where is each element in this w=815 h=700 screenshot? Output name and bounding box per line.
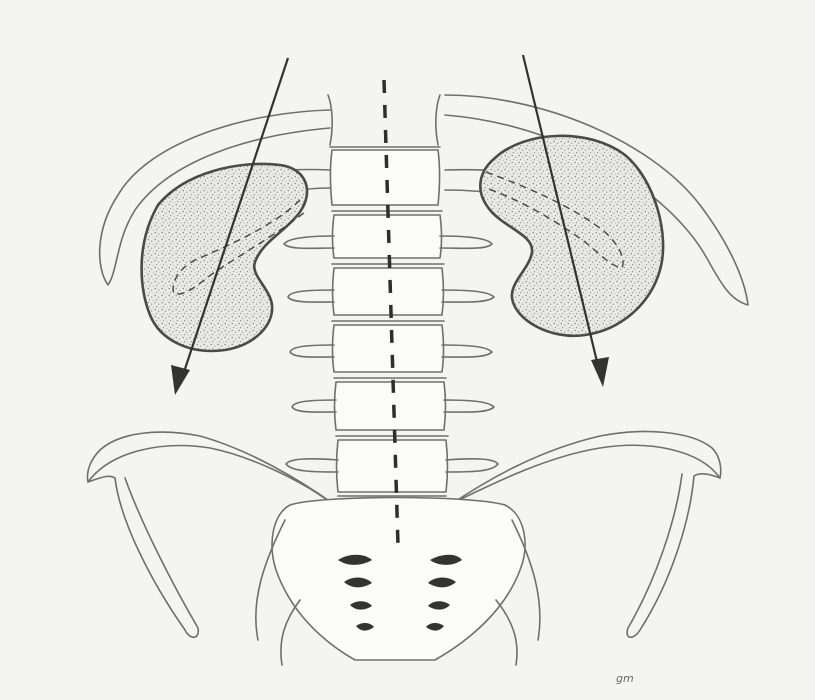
right-transverse-process <box>442 345 492 357</box>
right-iliac-crest-inner <box>455 445 720 502</box>
vertebra <box>286 436 498 492</box>
artist-signature: gm <box>616 672 634 685</box>
right-ischium-line <box>496 600 517 665</box>
left-transverse-process <box>284 236 334 248</box>
right-transverse-process <box>440 236 492 248</box>
thoracic-column-right-edge <box>436 95 440 145</box>
left-kidney <box>142 164 307 351</box>
right-kidney <box>480 136 663 336</box>
spine <box>284 95 498 496</box>
right-transverse-process <box>444 400 494 412</box>
thoracic-column-left-edge <box>328 95 332 145</box>
left-transverse-process <box>286 459 338 472</box>
right-arrow-head <box>591 357 609 387</box>
left-transverse-process <box>288 290 334 302</box>
left-transverse-process <box>292 400 336 412</box>
right-transverse-process <box>446 459 498 472</box>
left-arrow-head <box>171 365 190 395</box>
sacrum <box>272 498 525 661</box>
left-transverse-process <box>290 345 334 357</box>
right-transverse-process <box>442 290 494 302</box>
left-iliac-crest-inner <box>88 446 330 502</box>
